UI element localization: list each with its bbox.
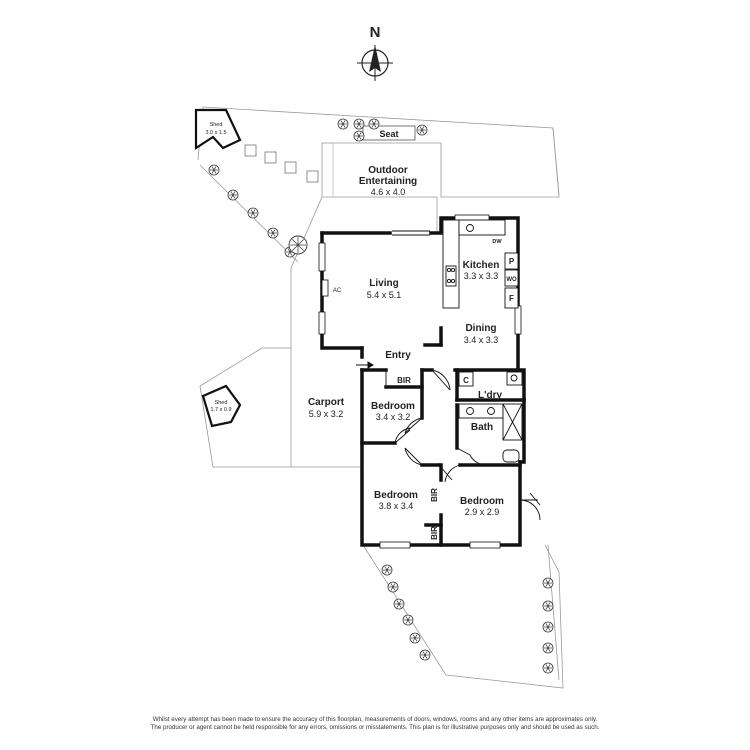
laundry-name: L'dry <box>478 390 502 401</box>
compass-arrow-icon <box>369 45 381 72</box>
cupboard <box>458 371 474 387</box>
wall-oven <box>504 269 519 287</box>
bir-bottom-label: BIR <box>430 526 439 540</box>
shed-left-dims: 1.7 x 0.9 <box>210 407 231 413</box>
disclaimer-line-2: The producer or agent cannot be held res… <box>150 724 600 731</box>
shrub-icon <box>393 598 405 610</box>
dining-dims: 3.4 x 3.3 <box>464 335 499 345</box>
shrub-icon <box>542 600 554 612</box>
house-walls <box>320 216 526 547</box>
living-dims: 5.4 x 5.1 <box>367 290 402 300</box>
shrub-icon <box>416 124 428 136</box>
compass-letter: N <box>370 24 381 41</box>
dining-name: Dining <box>465 323 496 334</box>
tree-icon <box>288 235 308 255</box>
shrub-icon <box>409 632 421 644</box>
carport-name: Carport <box>308 397 345 408</box>
shrub-icon <box>247 207 259 219</box>
bedroom3-dims: 2.9 x 2.9 <box>465 507 500 517</box>
wall-oven-label: WO <box>506 277 517 283</box>
sliding-door <box>392 230 430 236</box>
shed-left: Shed 1.7 x 0.9 <box>201 384 242 428</box>
outdoor-dims: 4.6 x 4.0 <box>371 187 406 197</box>
shrub-icon <box>387 581 399 593</box>
kitchen-dims: 3.3 x 3.3 <box>464 271 499 281</box>
outdoor-seat: Seat <box>362 125 416 141</box>
shrub-icon <box>353 130 365 142</box>
outdoor-name-2: Entertaining <box>359 176 417 187</box>
shrub-icon <box>353 118 365 130</box>
shrub-icon <box>419 649 431 661</box>
shed-left-name: Shed <box>215 400 228 406</box>
shed-top-name: Shed <box>210 122 223 128</box>
stepping-stones <box>244 144 319 183</box>
shrub-icon <box>381 564 393 576</box>
kitchen-bench <box>442 219 460 309</box>
shrub-icon <box>337 118 349 130</box>
shrub-icon <box>402 614 414 626</box>
carport-dims: 5.9 x 3.2 <box>309 409 344 419</box>
shrub-icon <box>208 164 220 176</box>
entry-name: Entry <box>385 350 411 361</box>
bedroom1-dims: 3.4 x 3.2 <box>376 412 411 422</box>
windows <box>318 214 522 549</box>
outdoor-name-1: Outdoor <box>368 165 408 176</box>
shed-top: Shed 3.0 x 1.5 <box>194 108 242 151</box>
pantry <box>504 252 519 270</box>
toilet <box>502 449 520 463</box>
vanity <box>458 403 504 419</box>
entry-arrow-icon <box>356 361 374 369</box>
fridge-label: F <box>509 294 514 303</box>
shrub-icon <box>542 621 554 633</box>
bedroom2-dims: 3.8 x 3.4 <box>379 501 414 511</box>
kitchen-fixtures <box>442 219 519 309</box>
cooktop-icon <box>445 265 457 287</box>
dishwasher-label: DW <box>492 239 502 245</box>
kitchen-name: Kitchen <box>463 260 500 271</box>
garden-plants <box>208 118 554 674</box>
bir-top-label: BIR <box>397 376 411 385</box>
pantry-label: P <box>509 257 515 266</box>
room-labels: Outdoor Entertaining 4.6 x 4.0 Living 5.… <box>308 165 504 540</box>
fridge-space <box>504 287 519 309</box>
shed-top-dims: 3.0 x 1.5 <box>205 130 226 136</box>
disclaimer-line-1: Whilst every attempt has been made to en… <box>152 716 598 723</box>
shrub-icon <box>267 227 279 239</box>
bedroom1-name: Bedroom <box>371 401 415 412</box>
shrub-icon <box>542 577 554 589</box>
shrub-icon <box>542 642 554 654</box>
shrub-icon <box>542 662 554 674</box>
bedroom3-name: Bedroom <box>460 496 504 507</box>
property-boundary <box>197 106 564 689</box>
ac-unit: AC <box>321 279 342 297</box>
shrub-icon <box>227 189 239 201</box>
bir-side-label: BIR <box>430 488 439 502</box>
seat-label: Seat <box>379 129 398 139</box>
ac-label: AC <box>333 288 342 294</box>
bedroom2-name: Bedroom <box>374 490 418 501</box>
bath-name: Bath <box>471 422 493 433</box>
sink-icon <box>466 224 474 232</box>
laundry-fixtures <box>458 371 523 463</box>
north-compass: N <box>357 24 393 81</box>
shrub-icon <box>368 118 380 130</box>
kitchen-top-bench <box>458 219 506 236</box>
living-name: Living <box>369 278 398 289</box>
cupboard-label: C <box>463 376 469 385</box>
